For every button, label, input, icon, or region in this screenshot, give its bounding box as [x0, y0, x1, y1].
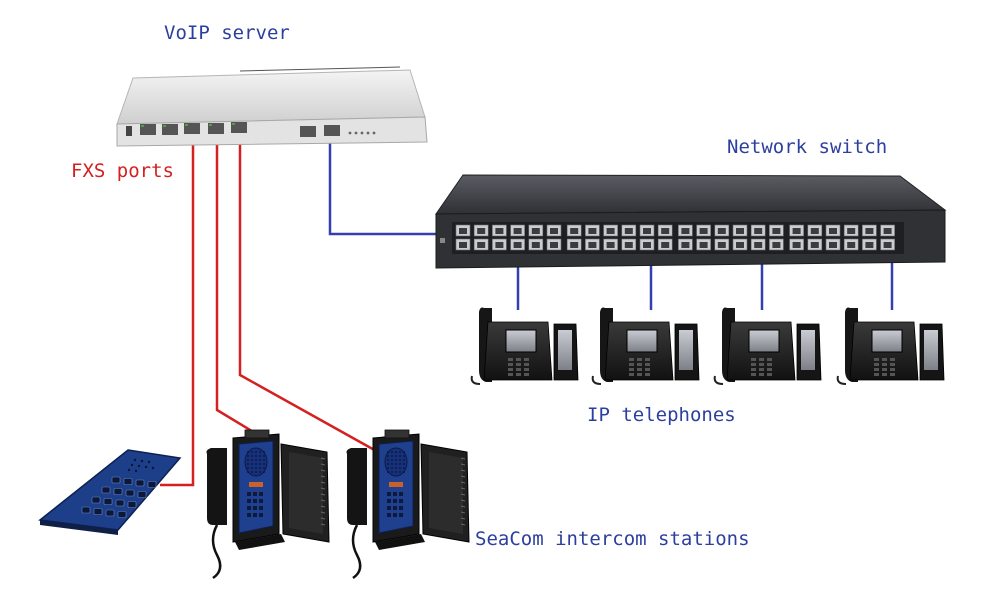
uplink-cable	[328, 136, 462, 236]
ip-phone-icon	[591, 307, 700, 385]
fxs-cable-3	[238, 133, 379, 454]
keypad-key	[103, 498, 113, 505]
ip-telephones-label: IP telephones	[587, 404, 736, 426]
fxs-cables	[160, 133, 379, 487]
keypad-key	[105, 509, 115, 517]
fxs-cable-1	[160, 133, 195, 487]
network-switch-label: Network switch	[727, 136, 888, 158]
keypad-key	[127, 501, 137, 508]
ip-phone-icon	[713, 307, 822, 385]
intercom-stations	[38, 429, 470, 580]
fxs-cable-2	[215, 133, 261, 438]
voip-server-icon	[116, 66, 428, 147]
network-switch-icon	[435, 174, 947, 269]
intercom-station-icon	[346, 429, 470, 580]
keypad-key	[111, 476, 121, 484]
ip-telephones	[470, 307, 945, 385]
intercom-panel-icon	[38, 449, 182, 535]
seacom-stations-label: SeaCom intercom stations	[475, 528, 750, 550]
keypad-key	[123, 478, 133, 485]
keypad-key	[117, 511, 127, 518]
keypad-key	[125, 489, 135, 497]
intercom-station-icon	[206, 429, 330, 580]
keypad-key	[135, 479, 145, 487]
keypad-key	[147, 481, 157, 488]
keypad-key	[115, 499, 125, 507]
switch-ports	[455, 224, 895, 251]
keypad-key	[113, 488, 123, 495]
keypad-key	[101, 486, 111, 494]
ip-phone-icon	[836, 307, 945, 385]
keypad-key	[81, 506, 91, 514]
voip-server-label: VoIP server	[164, 22, 290, 44]
keypad-key	[91, 496, 101, 504]
keypad-key	[93, 508, 103, 515]
ip-phone-icon	[470, 307, 579, 385]
keypad-key	[137, 491, 147, 498]
fxs-ports-label: FXS ports	[71, 160, 174, 182]
